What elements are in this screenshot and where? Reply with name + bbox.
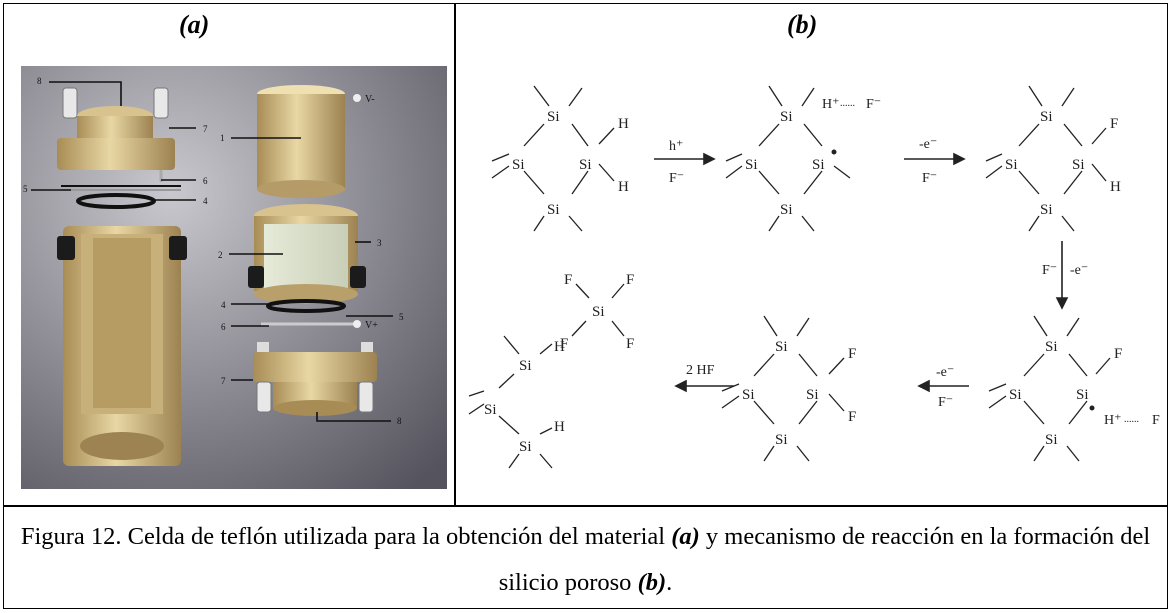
teflon-cell-image: 8 7 5 6 4 1 2 3 4 5 6 7 8 V- V+ xyxy=(21,66,447,489)
svg-text:8: 8 xyxy=(37,76,42,86)
svg-text:F: F xyxy=(1152,413,1160,428)
row-divider xyxy=(4,505,1167,507)
svg-text:H: H xyxy=(554,419,565,435)
part-numbers: 8 7 5 6 4 1 2 3 4 5 6 7 8 V- V+ xyxy=(23,76,404,426)
svg-text:F: F xyxy=(1110,116,1118,132)
caption-text: y mecanismo de reacción en la formación … xyxy=(498,523,1151,596)
svg-text:......: ...... xyxy=(840,98,855,109)
svg-text:7: 7 xyxy=(203,124,208,134)
svg-text:H: H xyxy=(618,116,629,132)
figure-caption: Figura 12. Celda de teflón utilizada par… xyxy=(4,514,1167,606)
reaction-mechanism-diagram: Si Si Si Si H H Si Si Si Si H⁺ ...... F⁻… xyxy=(468,85,1160,469)
bottom-cap xyxy=(253,342,377,416)
radical-dot xyxy=(1089,405,1095,411)
cylinder-1 xyxy=(257,85,345,198)
svg-text:7: 7 xyxy=(221,376,226,386)
svg-text:5: 5 xyxy=(399,312,404,322)
svg-text:F: F xyxy=(848,409,856,425)
svg-text:Si: Si xyxy=(812,157,825,173)
svg-text:2 HF: 2 HF xyxy=(686,363,715,378)
svg-text:H⁺: H⁺ xyxy=(1104,413,1122,428)
svg-text:h⁺: h⁺ xyxy=(669,139,683,154)
svg-text:Si: Si xyxy=(742,387,755,403)
svg-text:Si: Si xyxy=(484,402,497,418)
top-cap xyxy=(57,87,175,182)
caption-a-ref: (a) xyxy=(671,523,700,550)
svg-text:Si: Si xyxy=(775,339,788,355)
svg-text:Si: Si xyxy=(1040,202,1053,218)
svg-text:Si: Si xyxy=(592,304,605,320)
svg-text:F⁻: F⁻ xyxy=(1042,263,1057,278)
svg-text:Si: Si xyxy=(547,109,560,125)
radical-dot xyxy=(831,149,837,155)
panel-b-label: (b) xyxy=(787,10,818,39)
svg-text:H: H xyxy=(1110,179,1121,195)
svg-text:-e⁻: -e⁻ xyxy=(919,137,937,152)
svg-text:Si: Si xyxy=(806,387,819,403)
caption-text: Figura 12. Celda de teflón utilizada par… xyxy=(20,523,672,550)
svg-text:F⁻: F⁻ xyxy=(669,171,684,186)
svg-text:F⁻: F⁻ xyxy=(922,171,937,186)
svg-text:Si: Si xyxy=(775,432,788,448)
svg-text:Si: Si xyxy=(1009,387,1022,403)
svg-text:5: 5 xyxy=(23,184,28,194)
column-divider xyxy=(454,4,456,505)
svg-text:F⁻: F⁻ xyxy=(938,395,953,410)
svg-text:F: F xyxy=(626,336,634,352)
svg-text:-e⁻: -e⁻ xyxy=(936,365,954,380)
caption-b-ref: (b) xyxy=(637,569,667,596)
svg-text:Si: Si xyxy=(780,202,793,218)
svg-text:......: ...... xyxy=(1124,414,1139,425)
svg-text:V-: V- xyxy=(365,94,375,105)
arrow-labels: h⁺ F⁻ -e⁻ F⁻ F⁻ -e⁻ -e⁻ F⁻ 2 HF xyxy=(669,137,1088,410)
panel-a-label: (a) xyxy=(179,10,210,39)
svg-text:Si: Si xyxy=(519,439,532,455)
svg-text:Si: Si xyxy=(1045,339,1058,355)
svg-text:Si: Si xyxy=(1040,109,1053,125)
svg-text:F: F xyxy=(564,272,572,288)
svg-text:Si: Si xyxy=(579,157,592,173)
svg-text:Si: Si xyxy=(780,109,793,125)
svg-text:Si: Si xyxy=(745,157,758,173)
svg-text:Si: Si xyxy=(512,157,525,173)
svg-text:Si: Si xyxy=(1005,157,1018,173)
svg-text:6: 6 xyxy=(221,322,226,332)
svg-text:8: 8 xyxy=(397,416,402,426)
svg-text:F: F xyxy=(626,272,634,288)
figure-table: (a) (b) xyxy=(3,3,1168,609)
svg-text:4: 4 xyxy=(221,300,226,310)
svg-text:-e⁻: -e⁻ xyxy=(1070,263,1088,278)
svg-text:H: H xyxy=(618,179,629,195)
svg-text:H: H xyxy=(554,339,565,355)
svg-text:4: 4 xyxy=(203,196,208,206)
cell-2-3 xyxy=(248,204,366,304)
svg-text:F: F xyxy=(848,346,856,362)
svg-text:F⁻: F⁻ xyxy=(866,97,881,112)
svg-text:Si: Si xyxy=(519,358,532,374)
svg-text:V+: V+ xyxy=(365,320,378,331)
caption-end: . xyxy=(666,569,673,596)
svg-text:Si: Si xyxy=(1045,432,1058,448)
svg-text:1: 1 xyxy=(220,133,225,143)
svg-text:H⁺: H⁺ xyxy=(822,97,840,112)
svg-text:2: 2 xyxy=(218,250,223,260)
svg-text:F: F xyxy=(1114,346,1122,362)
svg-text:6: 6 xyxy=(203,176,208,186)
svg-text:Si: Si xyxy=(547,202,560,218)
svg-text:Si: Si xyxy=(1076,387,1089,403)
svg-text:Si: Si xyxy=(1072,157,1085,173)
cell-body xyxy=(57,226,187,466)
svg-text:3: 3 xyxy=(377,238,382,248)
svg-text:F: F xyxy=(560,336,568,352)
